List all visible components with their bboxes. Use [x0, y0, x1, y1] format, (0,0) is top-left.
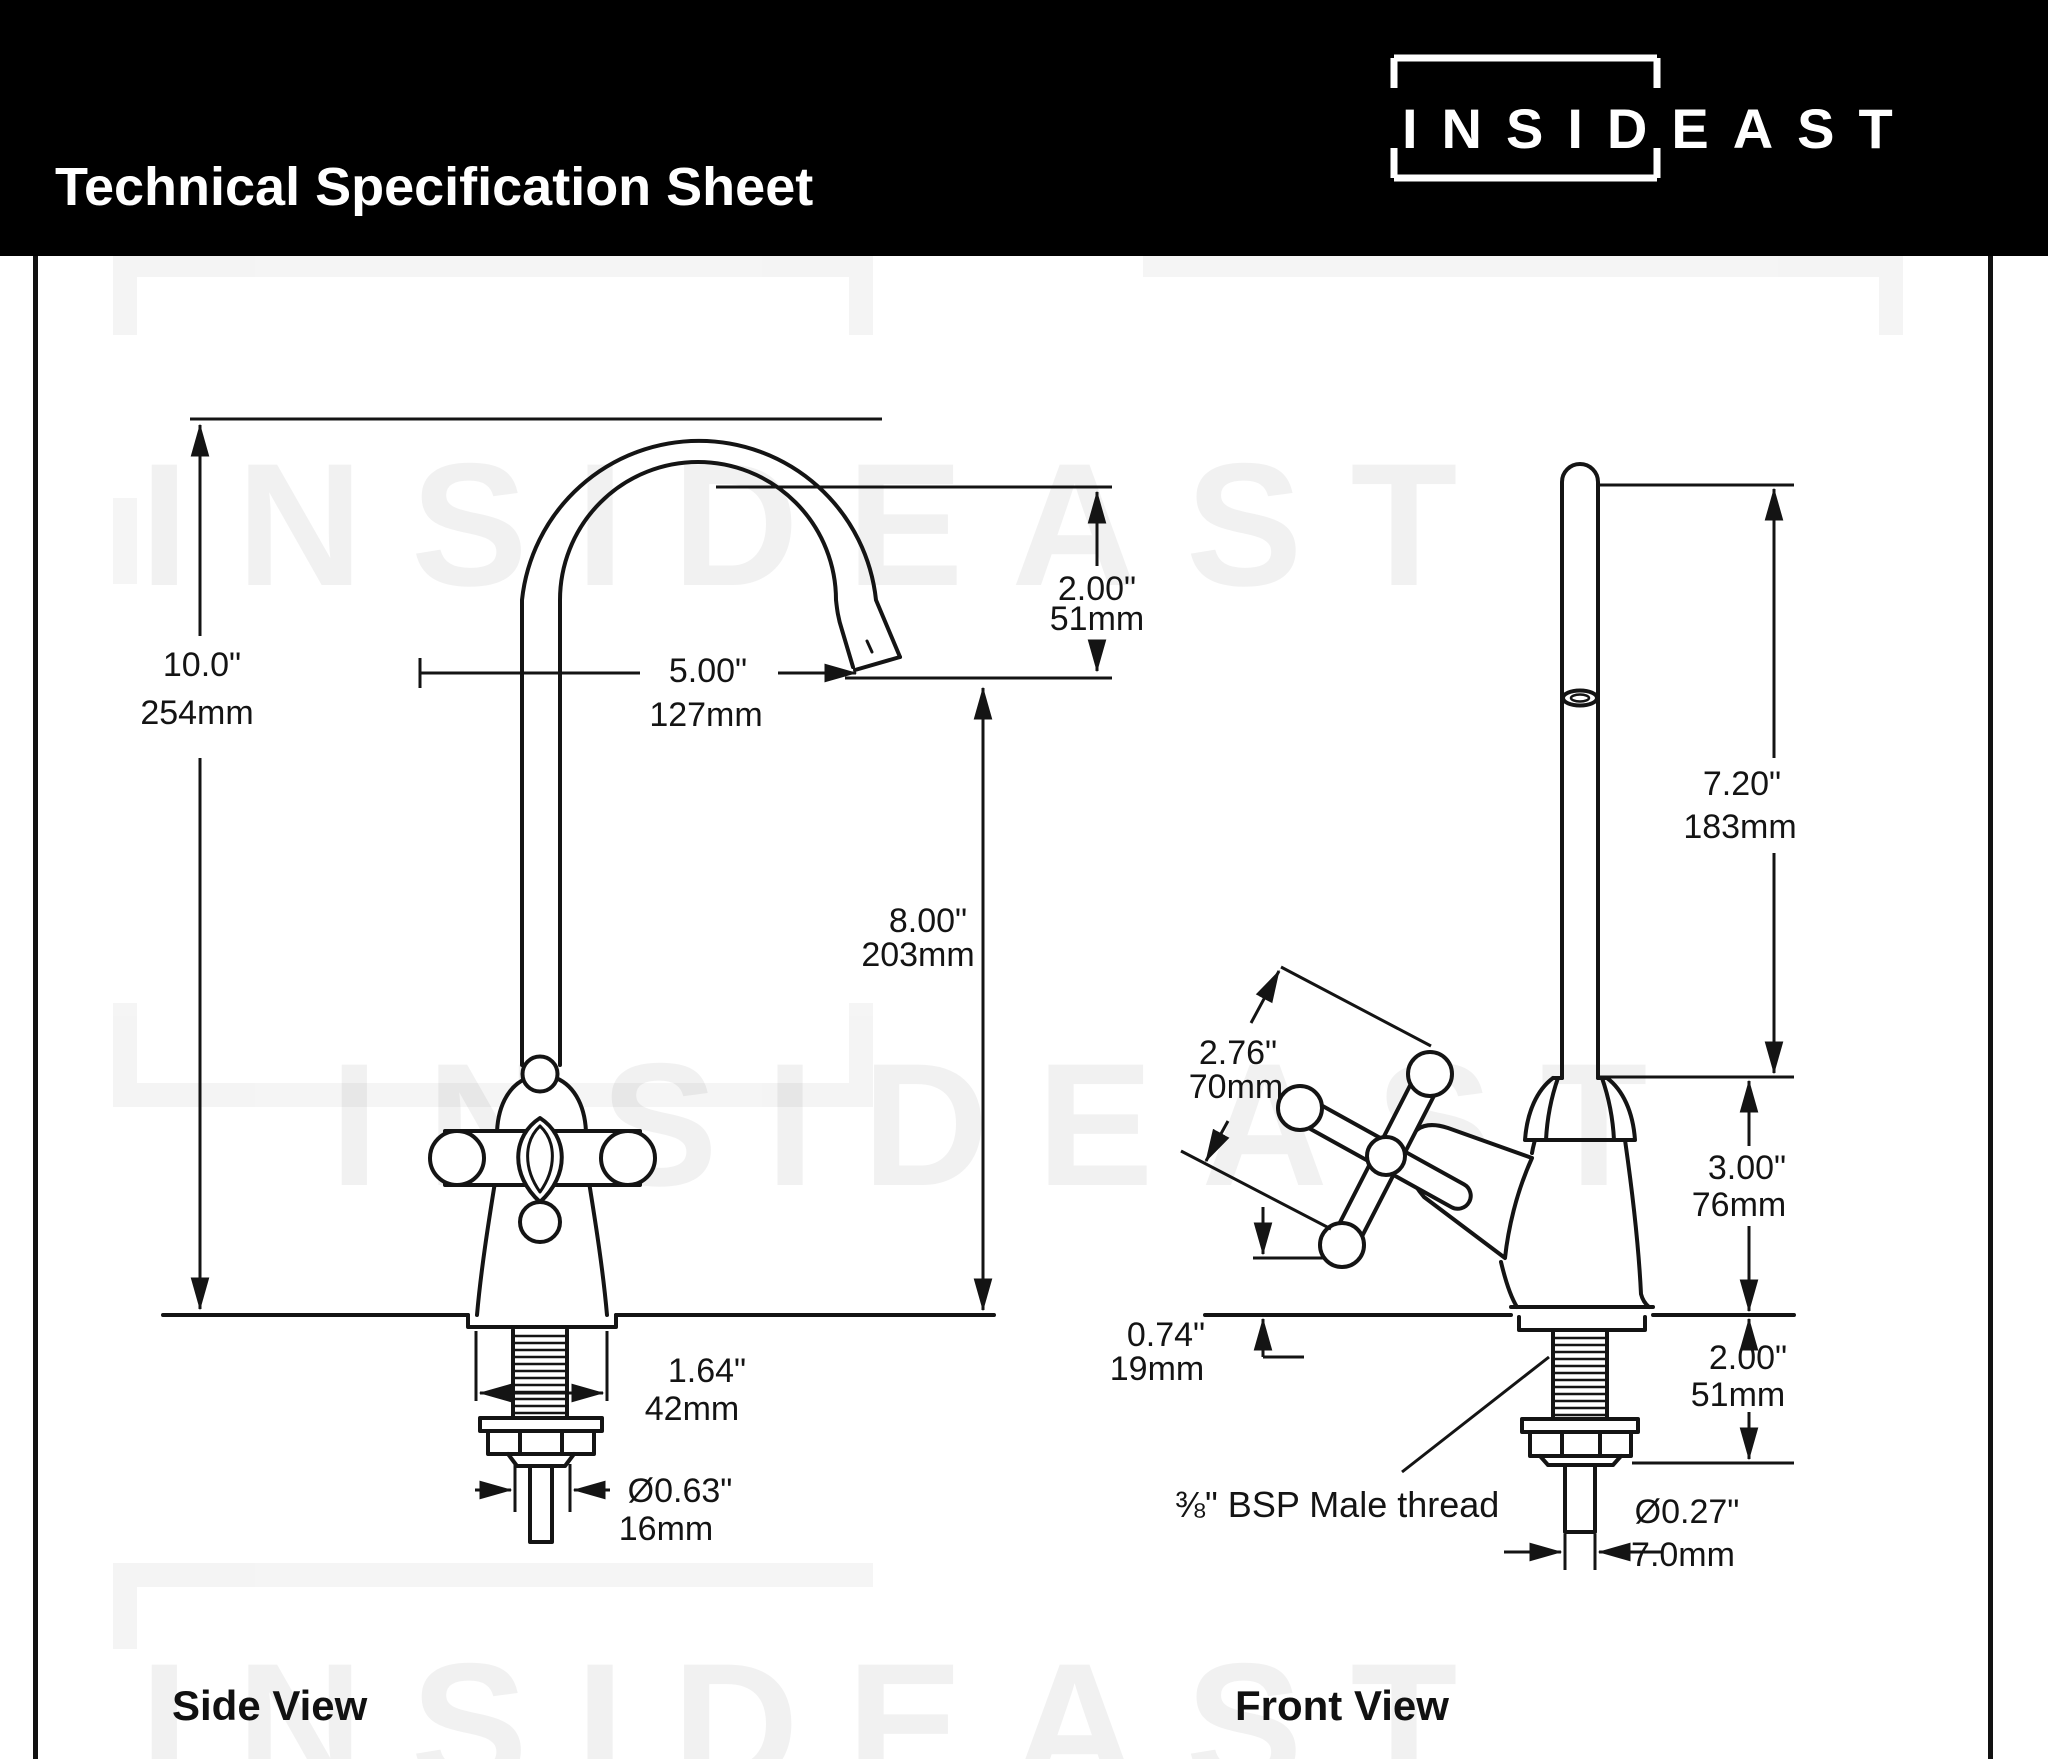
ext-lines-tail-dia [513, 1464, 572, 1512]
front-view-drawing [1203, 462, 1796, 1534]
front-dim-handle-clearance-in: 0.74" [1126, 1316, 1206, 1354]
side-dim-total-height-in: 10.0" [162, 646, 242, 684]
page-border-right [1988, 256, 1993, 1759]
side-dim-clearance-in: 8.00" [888, 902, 968, 940]
front-tail-pipe [1563, 1463, 1597, 1534]
front-dim-spout-height-in: 7.20" [1702, 765, 1782, 803]
side-dim-spout-drop-mm: 51mm [1049, 600, 1145, 638]
handle-ball-bottom [1318, 1221, 1366, 1269]
front-dim-handle-width-in: 2.76" [1198, 1034, 1278, 1072]
spout-outline [520, 438, 902, 1067]
page-border-left [33, 256, 38, 1759]
side-dim-base-width-in: 1.64" [667, 1352, 747, 1390]
front-dim-body-height-in: 3.00" [1707, 1149, 1787, 1187]
front-dim-body-height-mm: 76mm [1691, 1186, 1787, 1224]
ext-lines-base-width [474, 1331, 609, 1401]
front-view-dimensions [1180, 483, 1794, 1570]
side-dim-clearance-mm: 203mm [861, 936, 975, 974]
base-flange [466, 1313, 618, 1329]
front-body [1499, 1138, 1651, 1309]
watermark-text: INSIDEAST [140, 1628, 1505, 1759]
handle-hub [1365, 1135, 1407, 1177]
front-thread-lines [1551, 1336, 1609, 1417]
side-dim-base-width-mm: 42mm [644, 1390, 740, 1428]
logo-text: INSIDEAST [1402, 97, 1917, 160]
handle-right-ball [599, 1129, 657, 1187]
spout-tip-face [853, 655, 902, 672]
page-title: Technical Specification Sheet [55, 157, 814, 217]
front-dim-outlet-dia-mm: 7.0mm [1631, 1536, 1735, 1574]
handle-top-ball [520, 1054, 560, 1094]
handle-left-ball [428, 1129, 486, 1187]
side-view-label: Side View [172, 1682, 368, 1729]
watermark: INSIDEAST INSIDEAST INSIDEAST [113, 253, 1903, 1759]
front-nut [1528, 1430, 1633, 1458]
handle-ball-left [1276, 1084, 1324, 1132]
logo-box [1390, 54, 1661, 182]
front-washer [1520, 1417, 1640, 1434]
front-base [1509, 1305, 1655, 1332]
side-dim-total-height-mm: 254mm [140, 694, 254, 732]
side-dim-tail-dia-mm: 16mm [618, 1510, 714, 1548]
ext-lines-outlet-dia [1563, 1534, 1597, 1570]
aerator-ring-inner [1569, 693, 1591, 703]
side-dim-spout-reach-mm: 127mm [649, 696, 763, 734]
shank-thread-lines [511, 1334, 569, 1415]
handle-bottom-ball [518, 1200, 562, 1244]
front-dim-shank-length-in: 2.00" [1708, 1339, 1788, 1377]
brand-logo: INSIDEAST [1390, 54, 1917, 182]
front-dim-handle-width-mm: 70mm [1188, 1068, 1284, 1106]
front-dim-spout-height-mm: 183mm [1683, 808, 1797, 846]
side-dim-tail-dia-in: Ø0.63" [627, 1472, 733, 1510]
spout-tip-tick [865, 639, 874, 654]
washer [478, 1416, 604, 1433]
front-dim-handle-clearance-mm: 19mm [1109, 1350, 1205, 1388]
aerator-ring [1561, 688, 1599, 708]
shank-threads [511, 1328, 569, 1420]
front-tail-taper [1538, 1454, 1623, 1467]
front-dim-shank-length-mm: 51mm [1690, 1376, 1786, 1414]
watermark-text: INSIDEAST [140, 428, 1505, 623]
spout-tube [1560, 462, 1600, 1080]
front-dim-outlet-dia-in: Ø0.27" [1634, 1493, 1740, 1531]
handle-ball-top [1406, 1050, 1454, 1098]
ext-lines-handle-width [1180, 965, 1432, 1231]
thread-leader-line [1401, 1355, 1550, 1474]
side-dim-spout-reach-in: 5.00" [668, 652, 748, 690]
thread-note-label: ⅜" BSP Male thread [1175, 1484, 1500, 1525]
nut [486, 1429, 596, 1456]
tail-taper [506, 1452, 576, 1468]
spout-inner [558, 460, 855, 1067]
watermark-box-fragments [113, 253, 1903, 1649]
tail-pipe [528, 1464, 554, 1544]
front-view-label: Front View [1235, 1682, 1449, 1729]
handle-ornament-lines [526, 1124, 554, 1194]
front-threads [1551, 1330, 1609, 1421]
side-view-dimensions [190, 417, 1112, 1512]
side-view-drawing [161, 438, 996, 1544]
side-dim-spout-drop-in: 2.00" [1057, 570, 1137, 608]
header-bar: Technical Specification Sheet INSIDEAST [0, 0, 2048, 256]
